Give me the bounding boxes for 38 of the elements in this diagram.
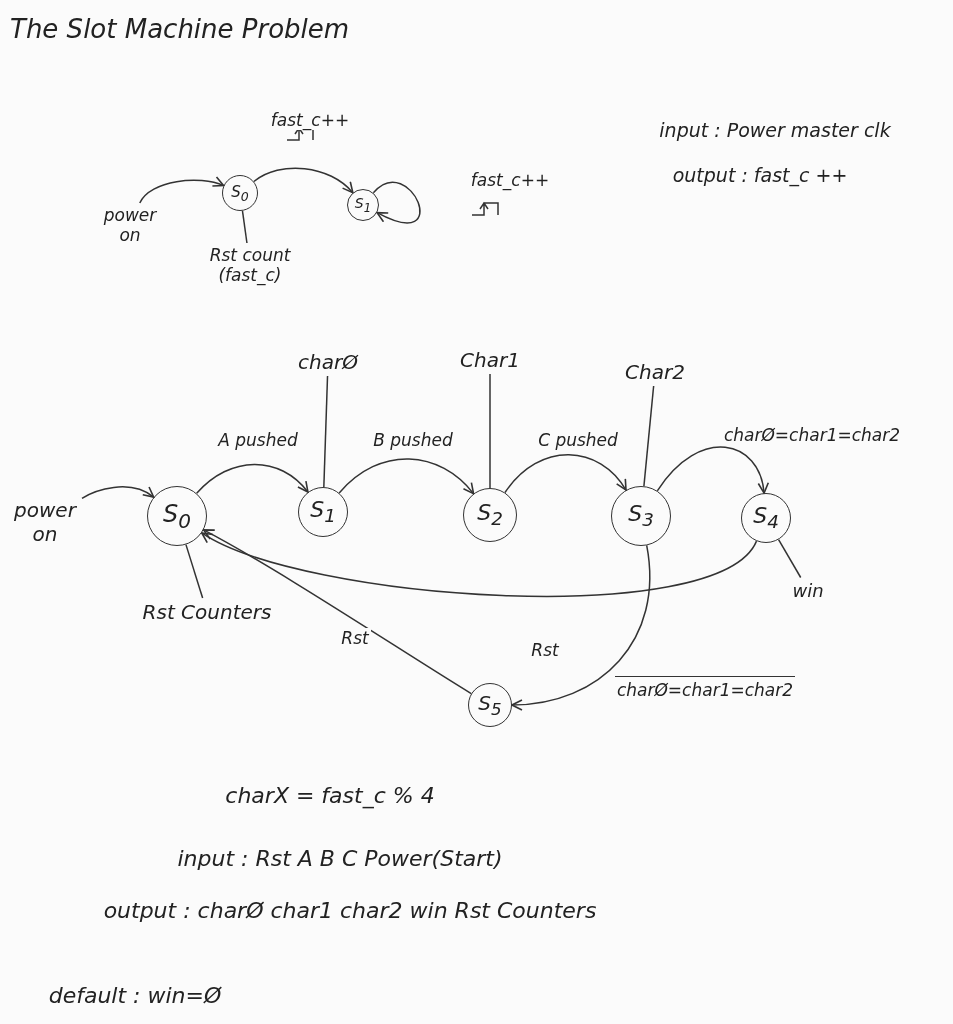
transition-arrow bbox=[139, 176, 225, 204]
state-note: win bbox=[792, 579, 824, 601]
leader-line bbox=[643, 385, 655, 487]
note-text: input : Power master clk bbox=[659, 119, 891, 141]
state-circle: S$_{4}$ bbox=[741, 493, 791, 543]
state-note: Char2 bbox=[625, 360, 685, 384]
edge-label: C pushed bbox=[536, 430, 620, 450]
transition-arrow bbox=[202, 529, 472, 695]
leader-line bbox=[185, 543, 204, 599]
state-note: charØ bbox=[298, 350, 358, 374]
transition-arrow bbox=[511, 544, 651, 711]
transition-arrow bbox=[338, 458, 475, 495]
note-text: input : Rst A B C Power(Start) bbox=[177, 845, 503, 871]
transition-arrow bbox=[504, 453, 627, 494]
transition-arrow bbox=[200, 532, 758, 597]
state-note: Rst count (fast_c) bbox=[190, 245, 310, 285]
state-note: power on bbox=[10, 498, 80, 546]
state-note: Char1 bbox=[460, 348, 520, 372]
diagram-title: The Slot Machine Problem bbox=[10, 14, 350, 44]
transition-arrow bbox=[81, 486, 155, 500]
note-text: charX = fast_c % 4 bbox=[225, 782, 435, 808]
note-text: default : win=Ø bbox=[48, 982, 222, 1008]
transition-arrow bbox=[372, 181, 421, 224]
leader-line bbox=[489, 373, 491, 489]
transition-arrow bbox=[656, 446, 769, 494]
note-text: output : charØ char1 char2 win Rst Counters bbox=[103, 897, 597, 923]
edge-label: B pushed bbox=[371, 430, 455, 450]
edge-label: A pushed bbox=[216, 430, 300, 450]
leader-line bbox=[323, 375, 329, 488]
transition-arrow bbox=[195, 463, 309, 495]
state-note: power on bbox=[100, 205, 160, 245]
state-note: Rst Counters bbox=[142, 600, 272, 624]
leader-line bbox=[241, 210, 248, 244]
note-text: output : fast_c ++ bbox=[672, 164, 848, 186]
transition-arrow bbox=[253, 167, 354, 194]
edge-label: charØ=char1=char2 bbox=[614, 676, 796, 700]
leader-line bbox=[777, 538, 802, 579]
state-circle: S$_{1}$ bbox=[298, 487, 348, 537]
